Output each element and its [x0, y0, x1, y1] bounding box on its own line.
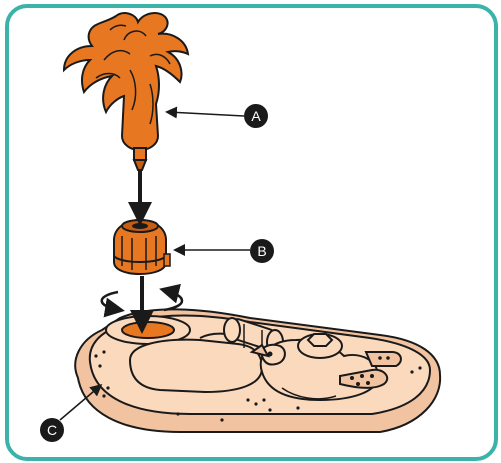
- base-dots: [94, 350, 422, 422]
- nozzle-cap: [113, 218, 171, 276]
- callout-c: C: [40, 418, 64, 442]
- callout-a: A: [244, 104, 268, 128]
- base-socket-hole: [121, 321, 175, 339]
- leader-line-c: [59, 384, 103, 421]
- turtle-figure: [249, 333, 402, 402]
- svg-text:C: C: [47, 422, 57, 438]
- callout-b: B: [250, 239, 274, 263]
- svg-text:A: A: [251, 108, 261, 124]
- splash-base: [74, 308, 442, 433]
- palm-tree-topper: [62, 12, 190, 171]
- leader-line-a: [165, 106, 245, 119]
- base-tray: [128, 338, 264, 394]
- svg-text:B: B: [257, 243, 266, 259]
- rotate-arrows: [100, 283, 184, 318]
